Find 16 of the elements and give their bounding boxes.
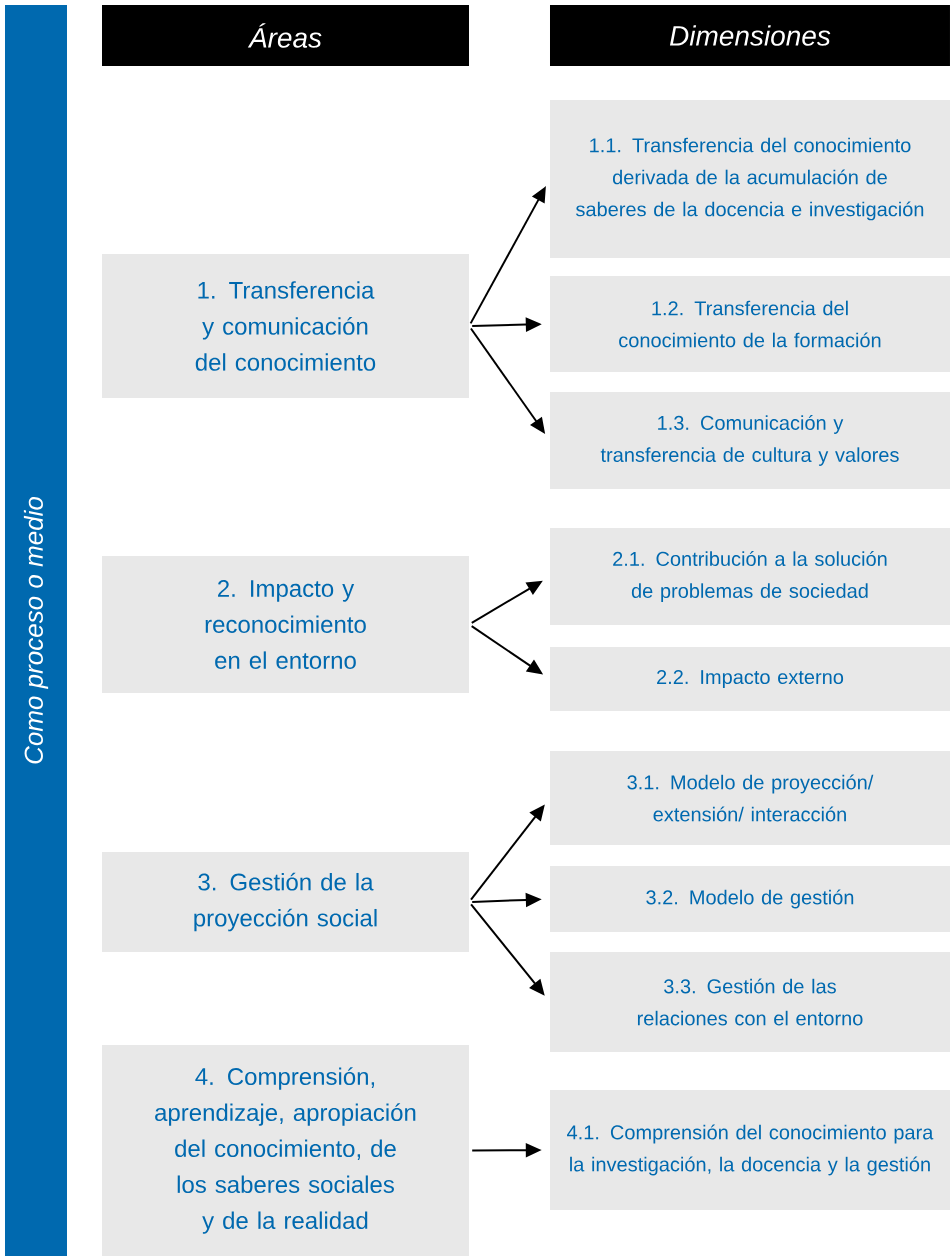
dimension-box: 3.1. Modelo de proyección/ extensión/ interacción [550,751,950,845]
dimension-box: 1.2. Transferencia del conocimiento de la formación [550,276,950,372]
area-box: 2. Impacto y reconocimiento en el entorno [102,556,469,693]
area-box: 4. Comprensión, aprendizaje, apropiación del conocimiento, de los saberes sociales y de la realidad [102,1045,469,1256]
dimension-box: 3.2. Modelo de gestión [550,866,950,932]
area-box: 1. Transferencia y comunicación del conocimiento [102,254,469,398]
dimension-box: 1.1. Transferencia del conocimiento derivada de la acumulación de saberes de la docencia e investigación [550,100,950,258]
dimension-box: 1.3. Comunicación y transferencia de cultura y valores [550,392,950,489]
dimension-box: 2.1. Contribución a la solución de problemas de sociedad [550,528,950,625]
side-band: Como proceso o medio [5,5,67,1256]
area-box: 3. Gestión de la proyección social [102,852,469,952]
column-header: Áreas [102,5,469,66]
dimension-box: 4.1. Comprensión del conocimiento para la investigación, la docencia y la gestión [550,1090,950,1210]
dimension-box: 3.3. Gestión de las relaciones con el entorno [550,952,950,1052]
column-header: Dimensiones [550,5,950,66]
dimension-box: 2.2. Impacto externo [550,647,950,711]
